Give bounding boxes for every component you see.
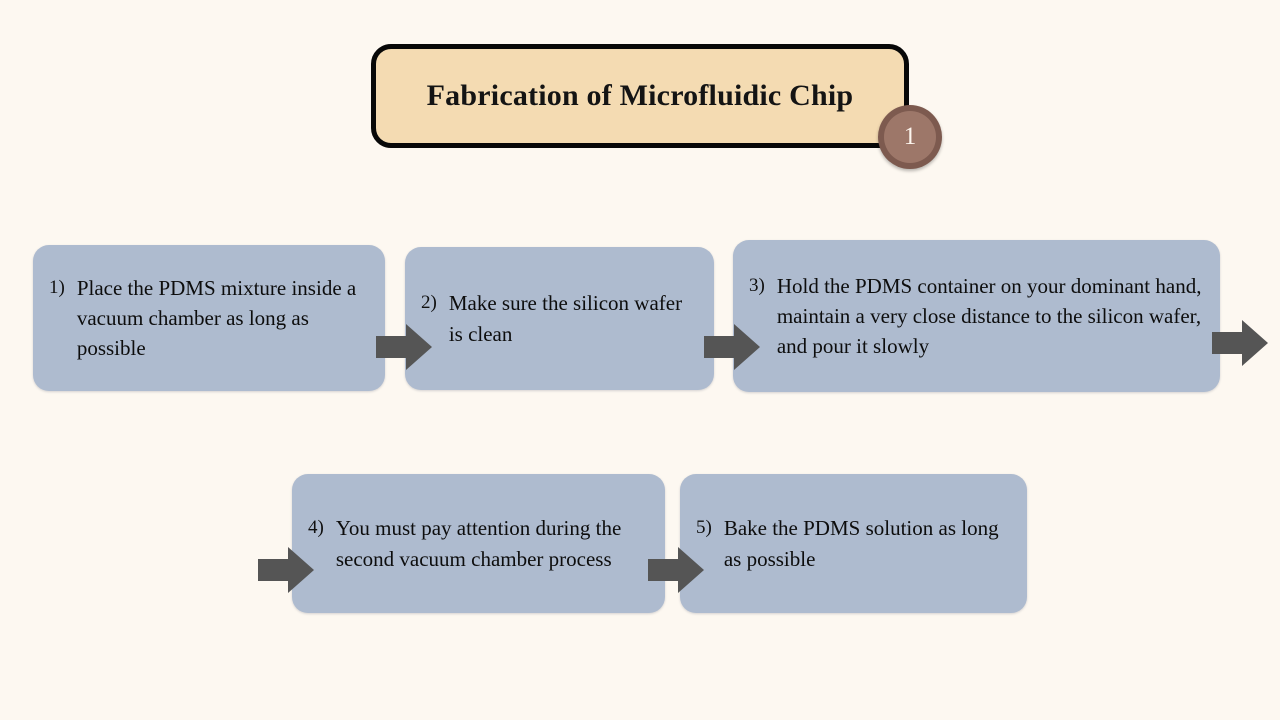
arrow-right-icon-1 <box>376 322 432 372</box>
process-step-4[interactable]: 4) You must pay attention during the sec… <box>292 474 665 613</box>
process-step-2-marker: 2) <box>421 292 437 314</box>
process-step-1-marker: 1) <box>49 276 65 298</box>
process-step-3-text: Hold the PDMS container on your dominant… <box>776 273 1202 359</box>
arrow-right-icon-3 <box>1212 318 1268 368</box>
process-step-5-text: Bake the PDMS solution as long as possib… <box>723 516 999 571</box>
page-title: Fabrication of Microfluidic Chip <box>426 79 854 112</box>
section-number-badge-inner: 1 <box>884 111 936 163</box>
process-step-1-text: Place the PDMS mixture inside a vacuum c… <box>76 275 357 361</box>
process-step-2-content: 2) Make sure the silicon wafer is clean <box>405 288 714 348</box>
process-step-4-content: 4) You must pay attention during the sec… <box>292 513 665 573</box>
process-step-5-marker: 5) <box>696 517 712 539</box>
process-step-5[interactable]: 5) Bake the PDMS solution as long as pos… <box>680 474 1027 613</box>
section-number-badge: 1 <box>878 105 942 169</box>
arrow-right-icon-4 <box>258 545 314 595</box>
process-step-1-content: 1) Place the PDMS mixture inside a vacuu… <box>33 273 385 364</box>
process-step-4-text: You must pay attention during the second… <box>335 516 622 571</box>
arrow-right-icon-5 <box>648 545 704 595</box>
process-step-3[interactable]: 3) Hold the PDMS container on your domin… <box>733 240 1220 392</box>
process-step-3-content: 3) Hold the PDMS container on your domin… <box>733 271 1220 362</box>
process-step-3-marker: 3) <box>749 274 765 296</box>
process-step-4-marker: 4) <box>308 517 324 539</box>
process-step-1[interactable]: 1) Place the PDMS mixture inside a vacuu… <box>33 245 385 391</box>
section-number-value: 1 <box>903 122 917 150</box>
process-step-5-content: 5) Bake the PDMS solution as long as pos… <box>680 513 1027 573</box>
process-step-2-text: Make sure the silicon wafer is clean <box>448 291 683 346</box>
process-step-2[interactable]: 2) Make sure the silicon wafer is clean <box>405 247 714 390</box>
title-banner: Fabrication of Microfluidic Chip <box>371 44 909 148</box>
arrow-right-icon-2 <box>704 322 760 372</box>
